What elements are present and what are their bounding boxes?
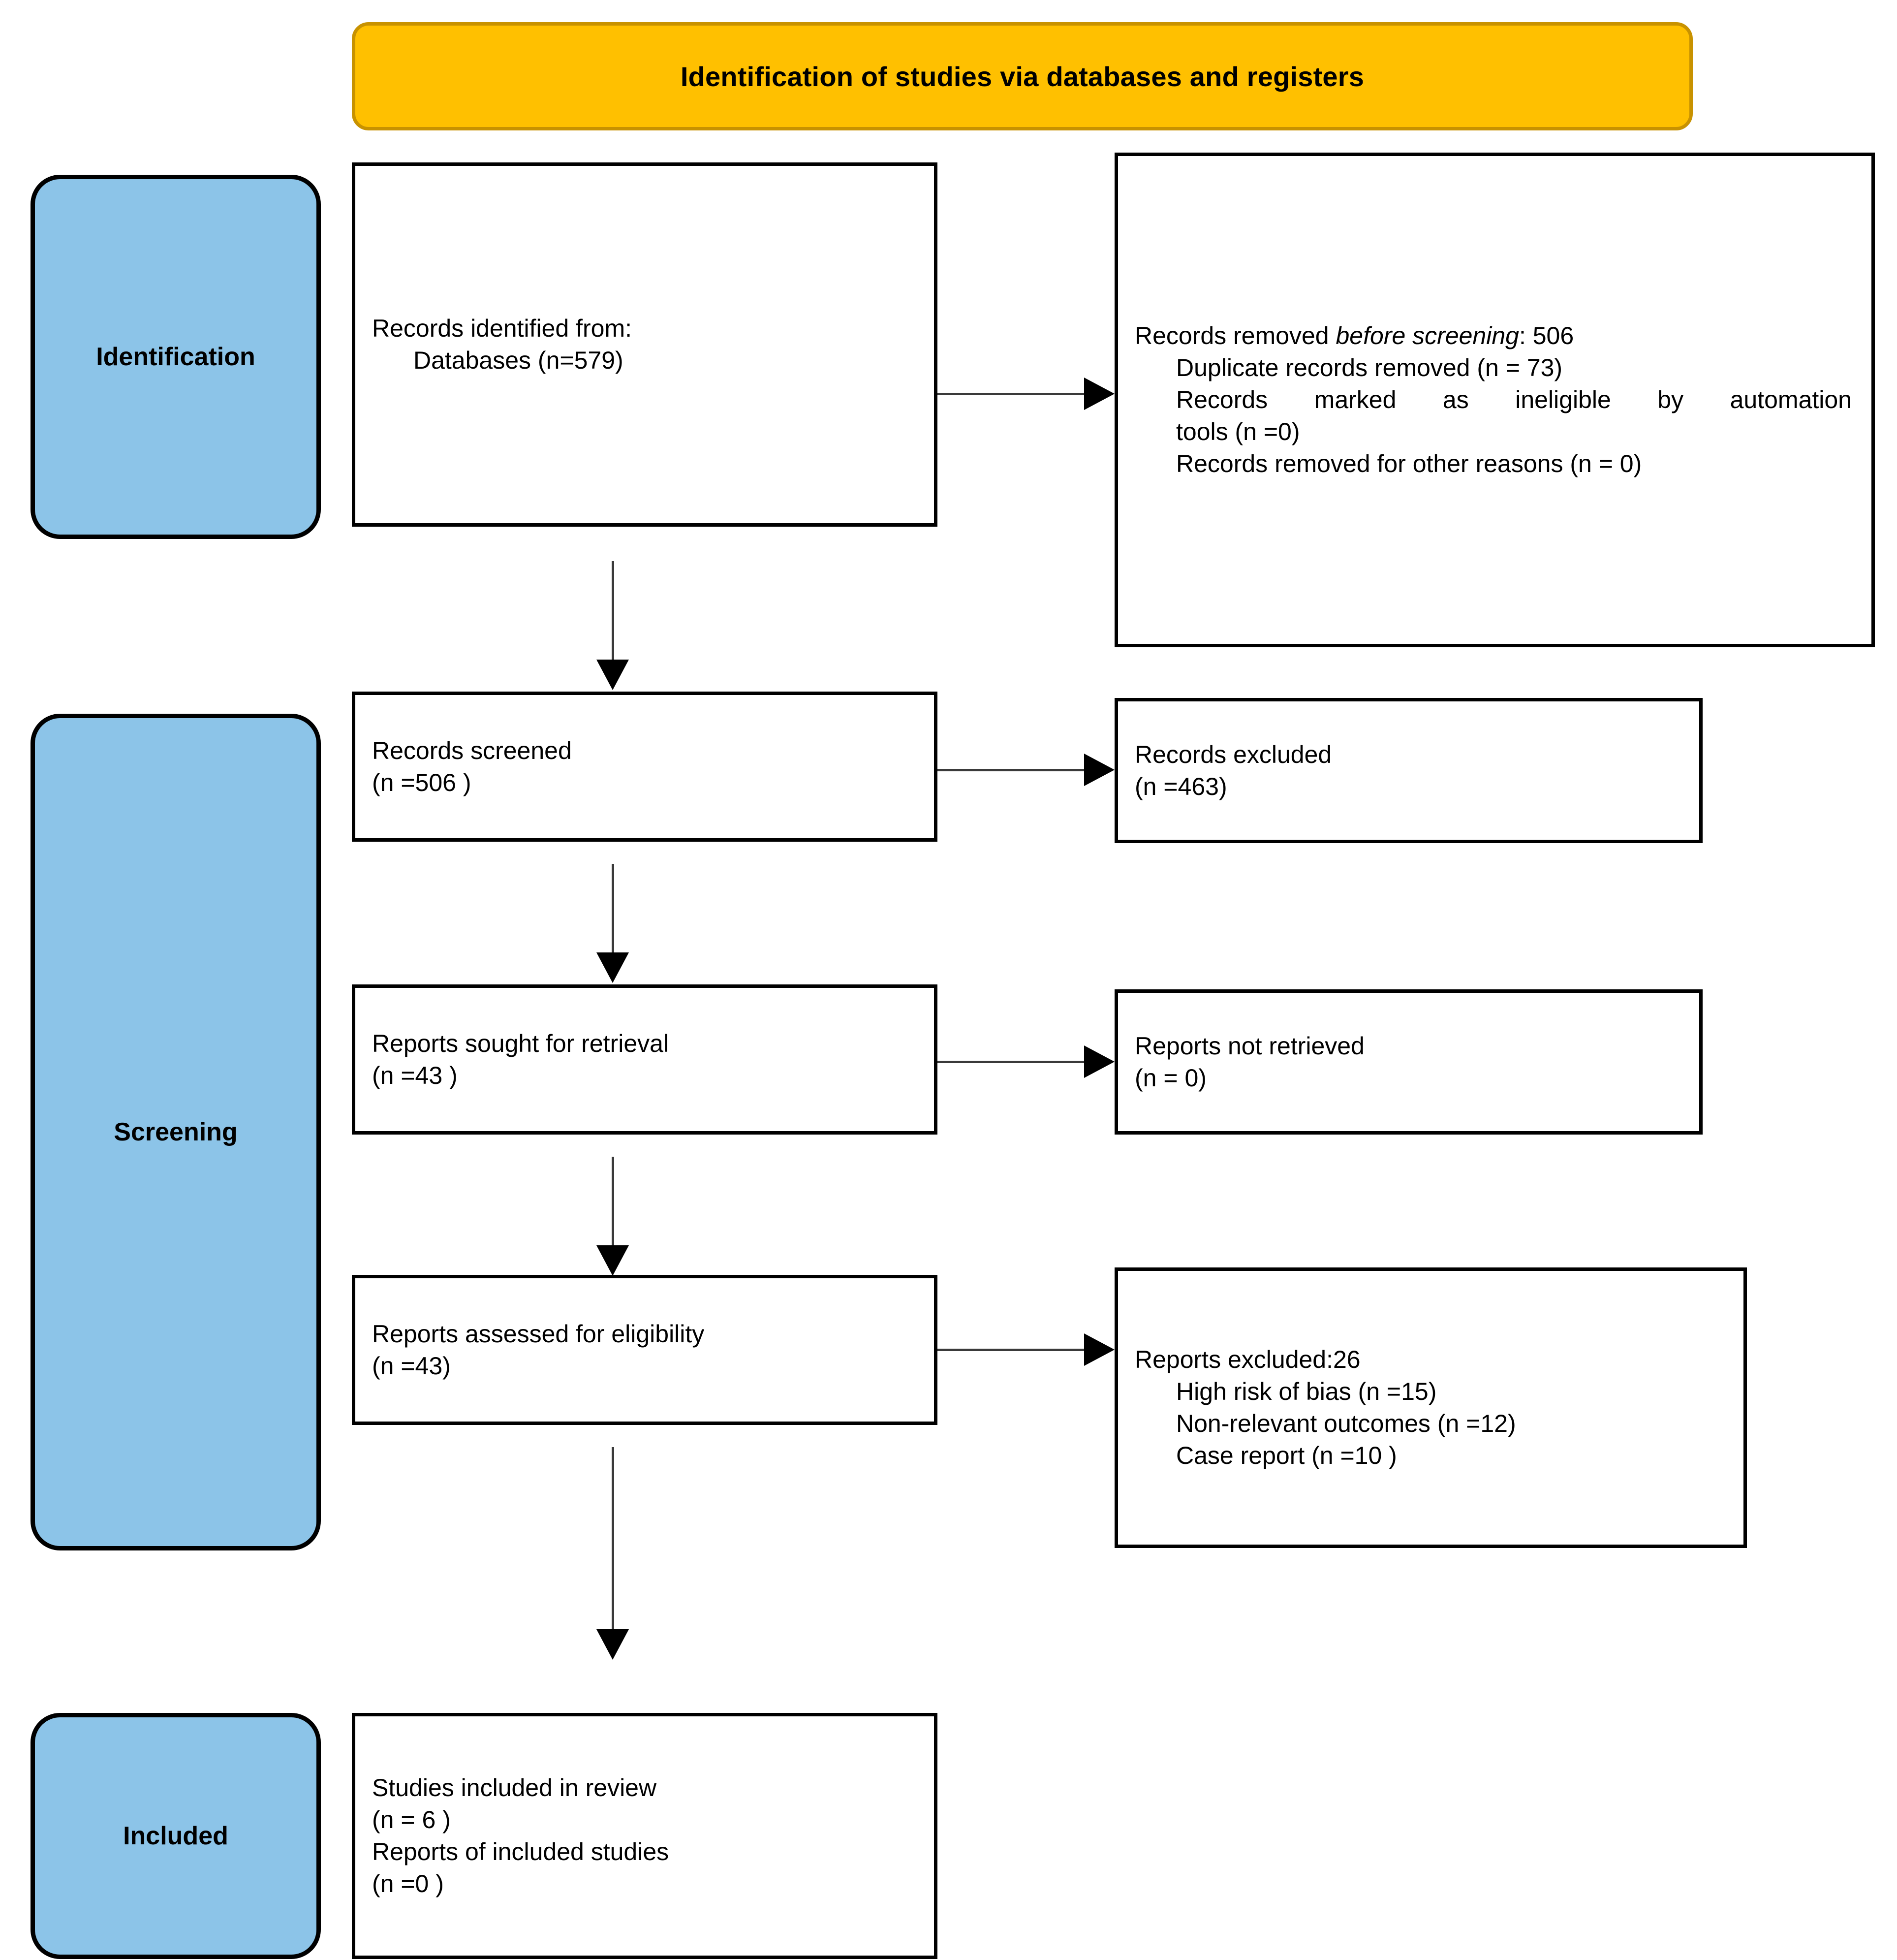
arrow-sought-to-assessed-line — [612, 1157, 614, 1248]
arrow-sought-to-assessed-head — [596, 1245, 629, 1276]
stage-label-included: Included — [31, 1713, 321, 1959]
stage-label-included-text: Included — [123, 1822, 228, 1850]
reports-sought-line-2: (n =43 ) — [372, 1061, 458, 1089]
studies-included-line-4: (n =0 ) — [372, 1870, 444, 1897]
reports-assessed-line-1: Reports assessed for eligibility — [372, 1320, 705, 1348]
reports-assessed-line-2: (n =43) — [372, 1352, 451, 1380]
stage-label-identification: Identification — [31, 175, 321, 539]
box-studies-included: Studies included in review (n = 6 ) Repo… — [352, 1713, 937, 1959]
box-reports-sought: Reports sought for retrieval (n =43 ) — [352, 984, 937, 1135]
arrow-sought-to-not-retrieved-line — [937, 1061, 1085, 1063]
records-removed-heading-italic: before screening — [1336, 322, 1519, 349]
box-reports-not-retrieved: Reports not retrieved (n = 0) — [1115, 989, 1703, 1135]
reports-sought-line-1: Reports sought for retrieval — [372, 1029, 669, 1057]
records-identified-line-2: Databases (n=579) — [413, 347, 623, 374]
records-excluded-line-1: Records excluded — [1135, 740, 1332, 768]
arrow-identified-to-screened-line — [612, 561, 614, 662]
arrow-assessed-to-excluded-line — [937, 1349, 1085, 1351]
arrow-assessed-to-included-line — [612, 1447, 614, 1632]
reports-not-retrieved-line-1: Reports not retrieved — [1135, 1032, 1365, 1060]
records-screened-line-2: (n =506 ) — [372, 768, 471, 796]
box-reports-assessed: Reports assessed for eligibility (n =43) — [352, 1275, 937, 1425]
arrow-assessed-to-excluded-head — [1084, 1333, 1115, 1366]
box-records-identified: Records identified from: Databases (n=57… — [352, 162, 937, 527]
records-removed-heading: Records removed before screening: 506 — [1135, 320, 1855, 352]
records-removed-item-2-cont: tools (n =0) — [1176, 418, 1300, 445]
arrow-screened-to-sought-head — [596, 952, 629, 983]
arrow-screened-to-excluded-line — [937, 769, 1085, 771]
arrow-identified-to-screened-head — [596, 660, 629, 690]
arrow-identified-to-removed-head — [1084, 378, 1115, 410]
diagram-header-banner: Identification of studies via databases … — [352, 22, 1693, 130]
arrow-screened-to-sought-line — [612, 864, 614, 955]
box-reports-excluded: Reports excluded:26 High risk of bias (n… — [1115, 1267, 1747, 1548]
stage-label-screening: Screening — [31, 714, 321, 1550]
box-records-removed-before-screening: Records removed before screening: 506 Du… — [1115, 153, 1875, 647]
studies-included-line-3: Reports of included studies — [372, 1838, 669, 1865]
reports-excluded-item-1: High risk of bias (n =15) — [1176, 1378, 1437, 1405]
studies-included-line-1: Studies included in review — [372, 1774, 657, 1802]
records-removed-item-1: Duplicate records removed (n = 73) — [1176, 354, 1563, 381]
records-excluded-line-2: (n =463) — [1135, 772, 1227, 800]
reports-not-retrieved-line-2: (n = 0) — [1135, 1064, 1207, 1092]
reports-excluded-item-2: Non-relevant outcomes (n =12) — [1176, 1410, 1516, 1437]
records-identified-line-1: Records identified from: — [372, 315, 632, 342]
records-removed-item-2: Records marked as ineligible by automati… — [1176, 386, 1852, 413]
reports-excluded-heading: Reports excluded:26 — [1135, 1346, 1361, 1373]
records-screened-line-1: Records screened — [372, 736, 572, 764]
arrow-assessed-to-included-head — [596, 1629, 629, 1660]
box-records-excluded: Records excluded (n =463) — [1115, 698, 1703, 843]
records-removed-heading-suffix: : 506 — [1519, 322, 1574, 349]
arrow-sought-to-not-retrieved-head — [1084, 1045, 1115, 1078]
records-removed-heading-prefix: Records removed — [1135, 322, 1336, 349]
banner-title: Identification of studies via databases … — [680, 61, 1365, 92]
reports-excluded-item-3: Case report (n =10 ) — [1176, 1442, 1397, 1469]
box-records-screened: Records screened (n =506 ) — [352, 692, 937, 842]
records-removed-item-3: Records removed for other reasons (n = 0… — [1176, 450, 1642, 477]
arrow-screened-to-excluded-head — [1084, 754, 1115, 786]
stage-label-identification-text: Identification — [96, 343, 255, 371]
arrow-identified-to-removed-line — [937, 393, 1085, 395]
studies-included-line-2: (n = 6 ) — [372, 1806, 451, 1834]
stage-label-screening-text: Screening — [114, 1118, 238, 1146]
